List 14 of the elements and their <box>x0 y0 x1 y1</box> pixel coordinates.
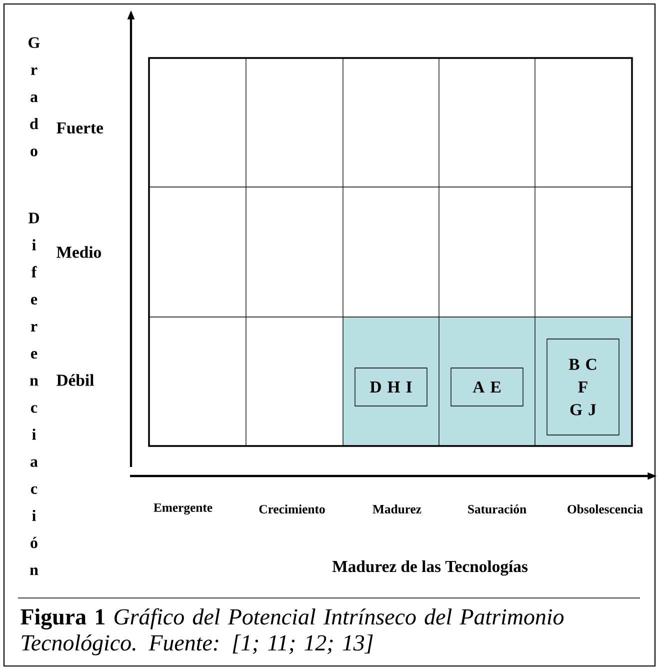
row-label: Fuerte <box>56 122 104 134</box>
letter-box: A E <box>450 368 524 406</box>
axis-title: Madurez de las Tecnologías <box>332 560 528 576</box>
column-label: Saturación <box>468 504 526 514</box>
axis-title: Grado Diferenciación <box>28 37 40 576</box>
caption: Figura 1 Gráfico del Potencial Intrínseco del Patrimonio Tecnológico. Fuente: [1; 11; 12; 13] <box>20 608 564 656</box>
row-label: Débil <box>56 374 94 386</box>
column-label: Emergente <box>154 503 212 515</box>
column-label: Obsolescencia <box>568 504 643 514</box>
column-label: Crecimiento <box>259 504 325 514</box>
column-label: Madurez <box>372 504 422 514</box>
letter-box: D H I <box>354 368 428 406</box>
row-label: Medio <box>56 246 101 258</box>
letter-box: B C F G J <box>546 338 620 436</box>
